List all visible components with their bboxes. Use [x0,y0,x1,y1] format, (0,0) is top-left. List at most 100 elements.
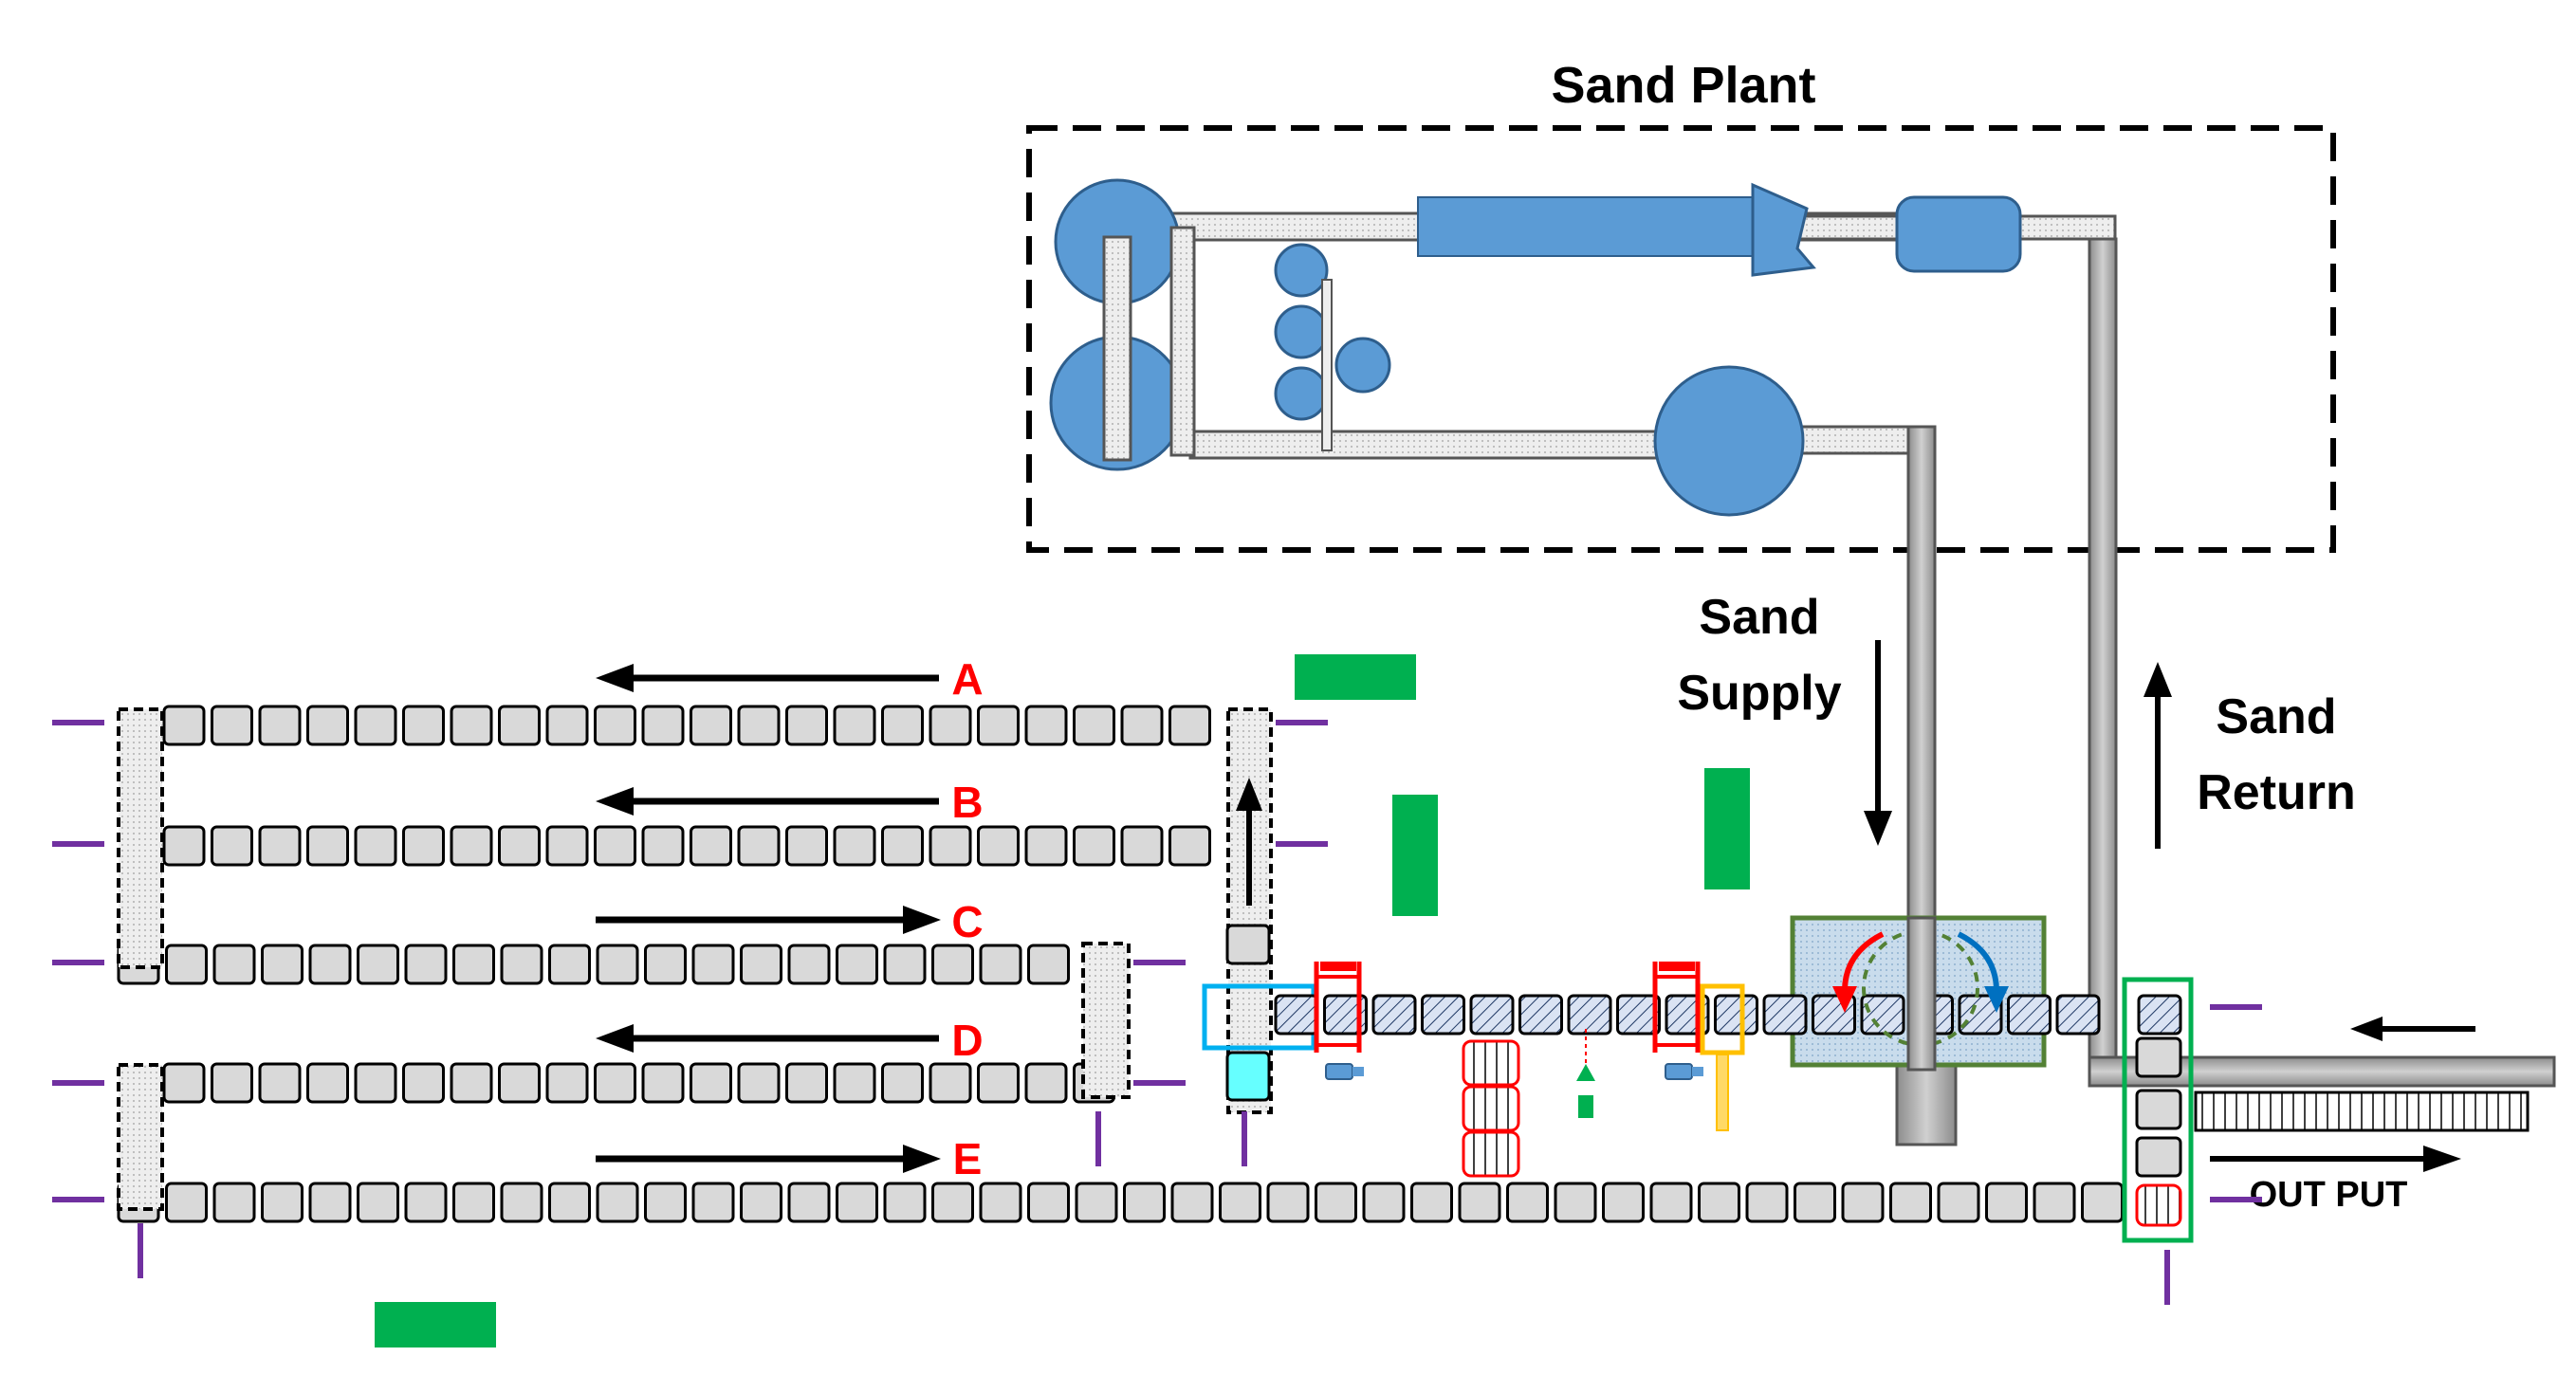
transfer-car-right [1226,707,1273,1114]
sand-supply-label: Supply [1677,666,1841,721]
sand-pipes [1895,237,2556,1146]
sand-return-label: Sand [2216,689,2336,744]
pallet [545,825,589,867]
pallet [1027,944,1070,985]
pallet [258,1062,302,1104]
pallet [258,705,302,746]
flask [1567,994,1612,1036]
operator-zone [1704,768,1750,889]
pallet [1794,1182,1836,1223]
pallet [1841,1182,1885,1223]
output-conveyor [2194,1091,2530,1132]
sand-plant: Sand Plant [1026,57,2336,553]
line-labels: A B C D E [951,654,983,1183]
pallet [641,1062,685,1104]
pallet [354,705,397,746]
pallet [1602,1182,1645,1223]
pallet [402,1062,445,1104]
pallet [641,825,685,867]
pallet [1075,1182,1118,1223]
flask [2055,994,2101,1036]
pallet [929,705,972,746]
operator-zone [1295,654,1416,700]
shakeout-flask [2135,1183,2182,1227]
arrow-sand-return [2144,662,2172,849]
pallet [261,944,304,985]
pallet [450,705,493,746]
sand-cooler [1895,195,2022,273]
pallet [354,825,397,867]
rotate-cw-arrow [1957,931,1999,992]
core-transfer-cylinder [1576,1029,1595,1118]
pallet [690,705,732,746]
sand-hopper-circle [1653,365,1805,517]
flask [1469,994,1515,1036]
pallet [306,705,349,746]
pallet [357,1182,399,1223]
pallet [450,1062,493,1104]
arrow-transfer-up [1236,778,1262,906]
output-label: OUT PUT [2250,1175,2408,1215]
transfer-car-left-upper [117,707,164,969]
line-label-e: E [953,1134,983,1183]
operator-zone [1392,795,1438,916]
pallet [1219,1182,1261,1223]
pallet [1024,705,1068,746]
pallet [594,1062,636,1104]
pallet [737,705,781,746]
pallet [452,1182,495,1223]
line-label-a: A [951,654,983,704]
pallet [498,705,541,746]
drum-discharge-chute [1751,182,1816,277]
mold-line-pallets [117,705,2124,1223]
screen-circle [1334,337,1391,394]
line-stops [52,720,2262,1305]
flask [1958,994,2003,1036]
pallet [211,825,253,867]
pallet [1073,705,1115,746]
pallet [2135,1136,2182,1178]
pallet [308,1182,352,1223]
pallet [1168,705,1211,746]
pallet [1698,1182,1740,1223]
rotate-cw-arrowhead [1984,986,2009,1013]
pallet [881,825,924,867]
sand-plant-title: Sand Plant [1551,57,1815,114]
pallet [402,705,445,746]
pallet [211,1062,253,1104]
sand-return-pipe [2088,237,2118,1066]
flask [2137,994,2182,1036]
pallet [2135,1089,2182,1130]
pallet [1168,825,1211,867]
shakeout-frame [2122,977,2194,1243]
arrow-line-d [596,1024,939,1053]
screen-circle [1274,304,1329,359]
pallet [977,1062,1020,1104]
cooling-station [1225,1051,1271,1102]
pallet [212,1182,256,1223]
gate-station [1700,983,1745,1055]
pallet [1123,1182,1166,1223]
pallet [881,1062,924,1104]
pallet [881,705,924,746]
pallet [261,1182,304,1223]
pallet [452,944,495,985]
shakeout-column [2135,1036,2182,1227]
pallet [211,705,253,746]
pallet [1315,1182,1357,1223]
pallet [836,1182,878,1223]
pallet [498,825,541,867]
pallet [977,705,1020,746]
pallet [596,1182,639,1223]
flask [1860,994,1905,1036]
pallet [165,944,208,985]
pallet [258,825,302,867]
core-setting-station [1314,962,1362,1053]
flask [1518,994,1563,1036]
pallet [212,944,256,985]
pallet [931,1182,974,1223]
flask [2007,994,2052,1036]
pallet [500,1182,543,1223]
pallet [931,944,974,985]
